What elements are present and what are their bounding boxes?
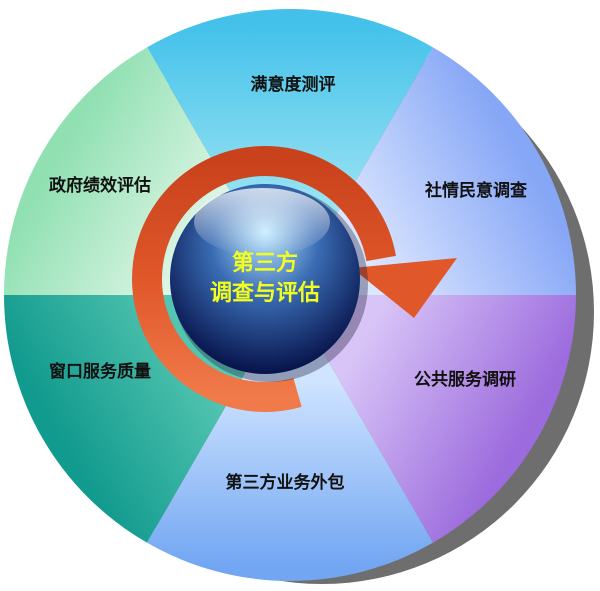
segment-label-window-service: 窗口服务质量 — [49, 361, 151, 382]
cycle-arrow-head — [352, 258, 457, 318]
cycle-arrow — [132, 146, 457, 412]
cycle-arrow-ring — [132, 146, 396, 412]
center-hub — [170, 184, 368, 382]
segment-label-gov-performance: 政府绩效评估 — [49, 175, 151, 196]
hub-title-line1: 第三方 — [232, 250, 298, 276]
segment-label-outsourcing: 第三方业务外包 — [226, 472, 345, 493]
segment-label-satisfaction: 满意度测评 — [251, 74, 336, 95]
segment-label-public-service: 公共服务调研 — [414, 369, 516, 390]
segment-label-public-opinion: 社情民意调查 — [424, 180, 528, 201]
wheel-sectors — [4, 8, 576, 582]
hub-highlight — [194, 188, 330, 256]
wheel-sector — [290, 295, 576, 543]
hub-title-line2: 调查与评估 — [210, 281, 320, 306]
wheel-sector — [147, 295, 433, 582]
